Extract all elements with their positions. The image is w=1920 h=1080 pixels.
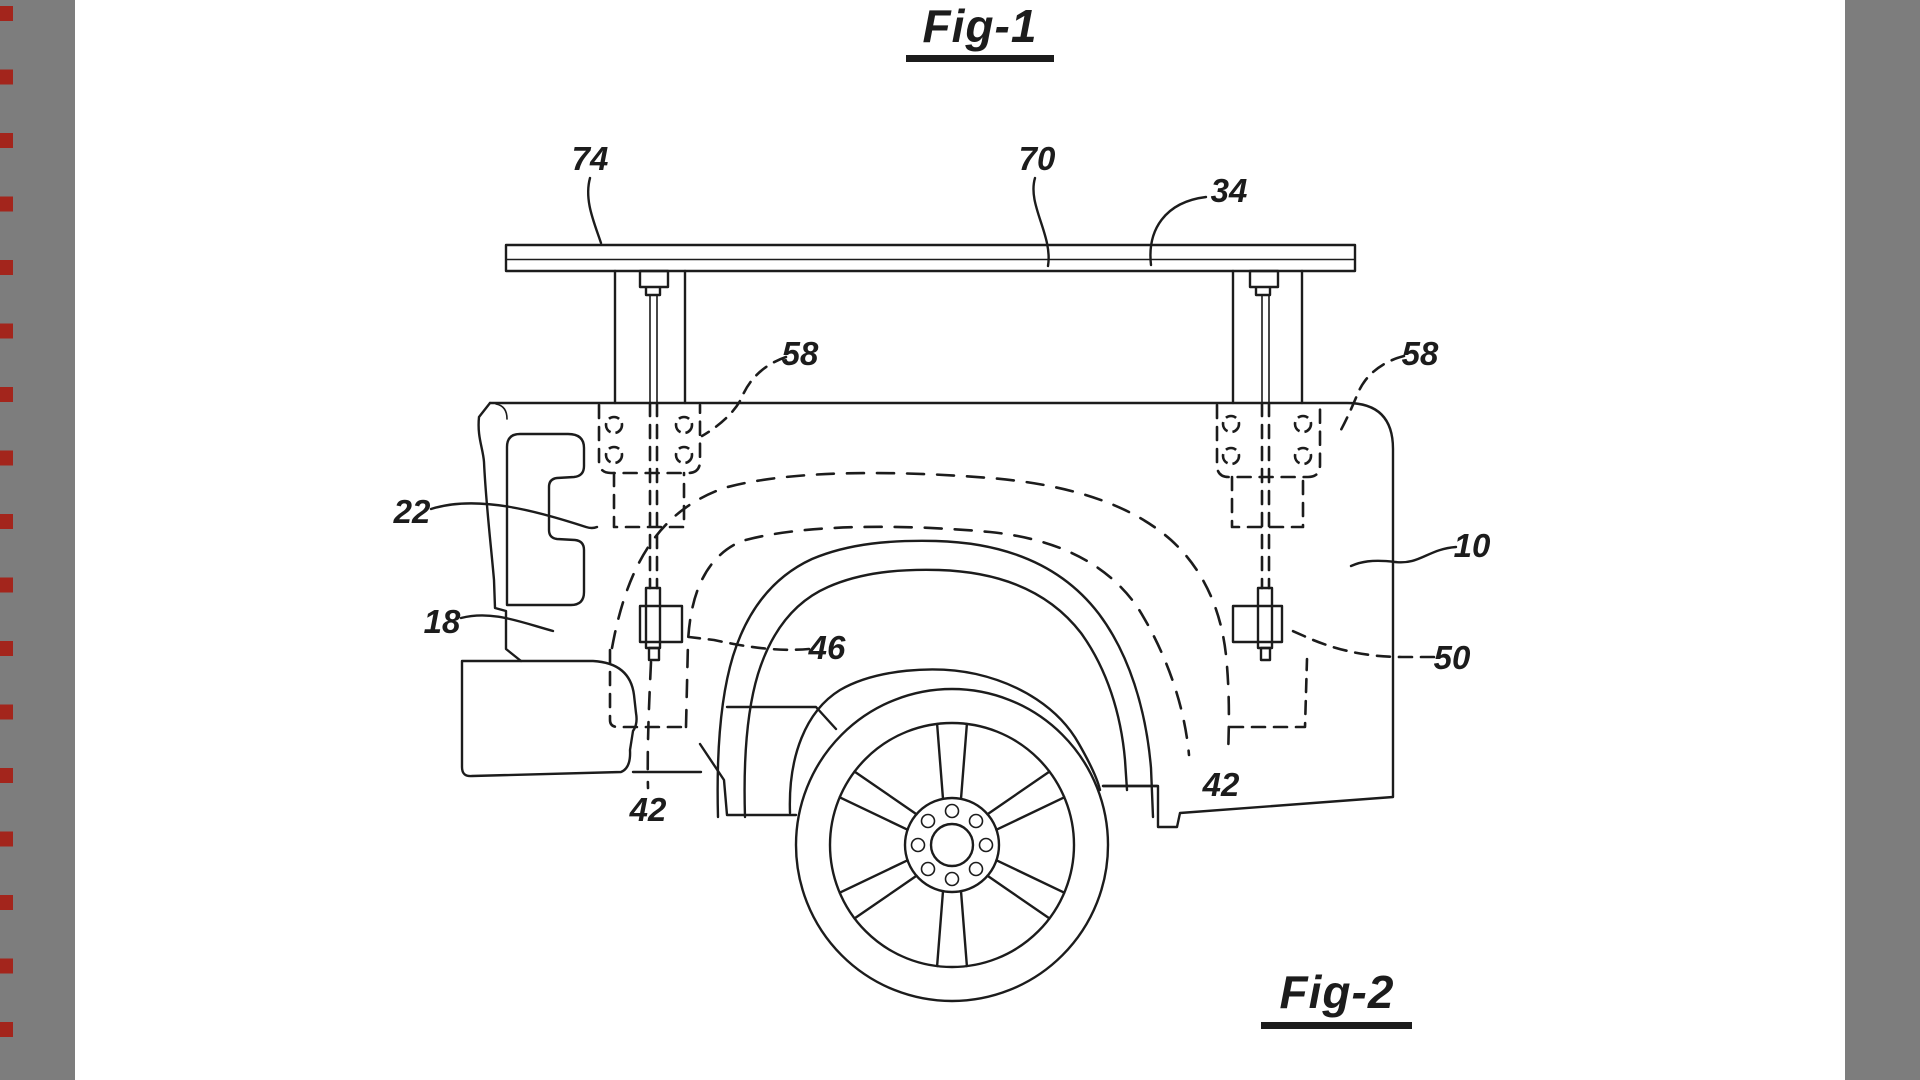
clamp-right: [1231, 586, 1284, 662]
film-mark: [0, 133, 13, 148]
fig2-title: Fig-2: [1280, 966, 1395, 1018]
ref-numeral-46: 46: [808, 629, 846, 666]
film-mark: [0, 831, 13, 847]
film-mark: [0, 387, 13, 402]
film-mark: [0, 196, 13, 212]
ref-numeral-58-right: 58: [1402, 335, 1439, 372]
film-mark: [0, 577, 13, 593]
ref-numeral-42-left: 42: [629, 791, 667, 828]
ref-numeral-50: 50: [1434, 639, 1471, 676]
ref-numeral-10: 10: [1454, 527, 1491, 564]
wheel: [794, 687, 1110, 1003]
ref-labels: 74 70 34 58 58 22 18 10 46 50 42 42: [393, 140, 1491, 828]
document-page: [75, 0, 1845, 1080]
ref-numeral-74: 74: [572, 140, 609, 177]
film-mark: [0, 895, 13, 910]
hidden-lines: [608, 471, 1309, 790]
ref-numeral-34: 34: [1211, 172, 1248, 209]
film-mark: [0, 260, 13, 275]
film-mark: [0, 6, 13, 21]
clamp-left: [638, 586, 684, 662]
front-panel: [505, 432, 586, 607]
film-mark: [0, 958, 13, 974]
fig2-underline: [1261, 1022, 1412, 1029]
rocker-panel: [460, 659, 838, 817]
clamp-rods-hidden: [648, 401, 1271, 590]
ref-numeral-58-left: 58: [782, 335, 819, 372]
film-mark: [0, 704, 13, 720]
film-mark: [0, 641, 13, 656]
leader-lines: [429, 176, 1458, 659]
fig1-underline: [906, 55, 1054, 62]
figure-titles: Fig-1 Fig-2: [906, 0, 1412, 1029]
film-mark: [0, 514, 13, 529]
lug-holes: [910, 803, 994, 887]
fig1-title: Fig-1: [923, 0, 1038, 52]
film-mark: [0, 450, 13, 466]
film-marks: [0, 6, 13, 1037]
truck-bed-outline: [477, 401, 1395, 829]
ref-numeral-18: 18: [424, 603, 461, 640]
ref-numeral-42-right: 42: [1202, 766, 1240, 803]
rack-rail: [504, 243, 1357, 273]
ref-numeral-70: 70: [1019, 140, 1056, 177]
film-mark: [0, 69, 13, 85]
film-mark: [0, 768, 13, 783]
film-mark: [0, 1022, 13, 1037]
film-mark: [0, 323, 13, 339]
ref-numeral-22: 22: [393, 493, 431, 530]
wheel-spokes: [838, 722, 1066, 968]
mounting-posts: [613, 269, 1304, 405]
wheel-arch: [716, 539, 1159, 819]
